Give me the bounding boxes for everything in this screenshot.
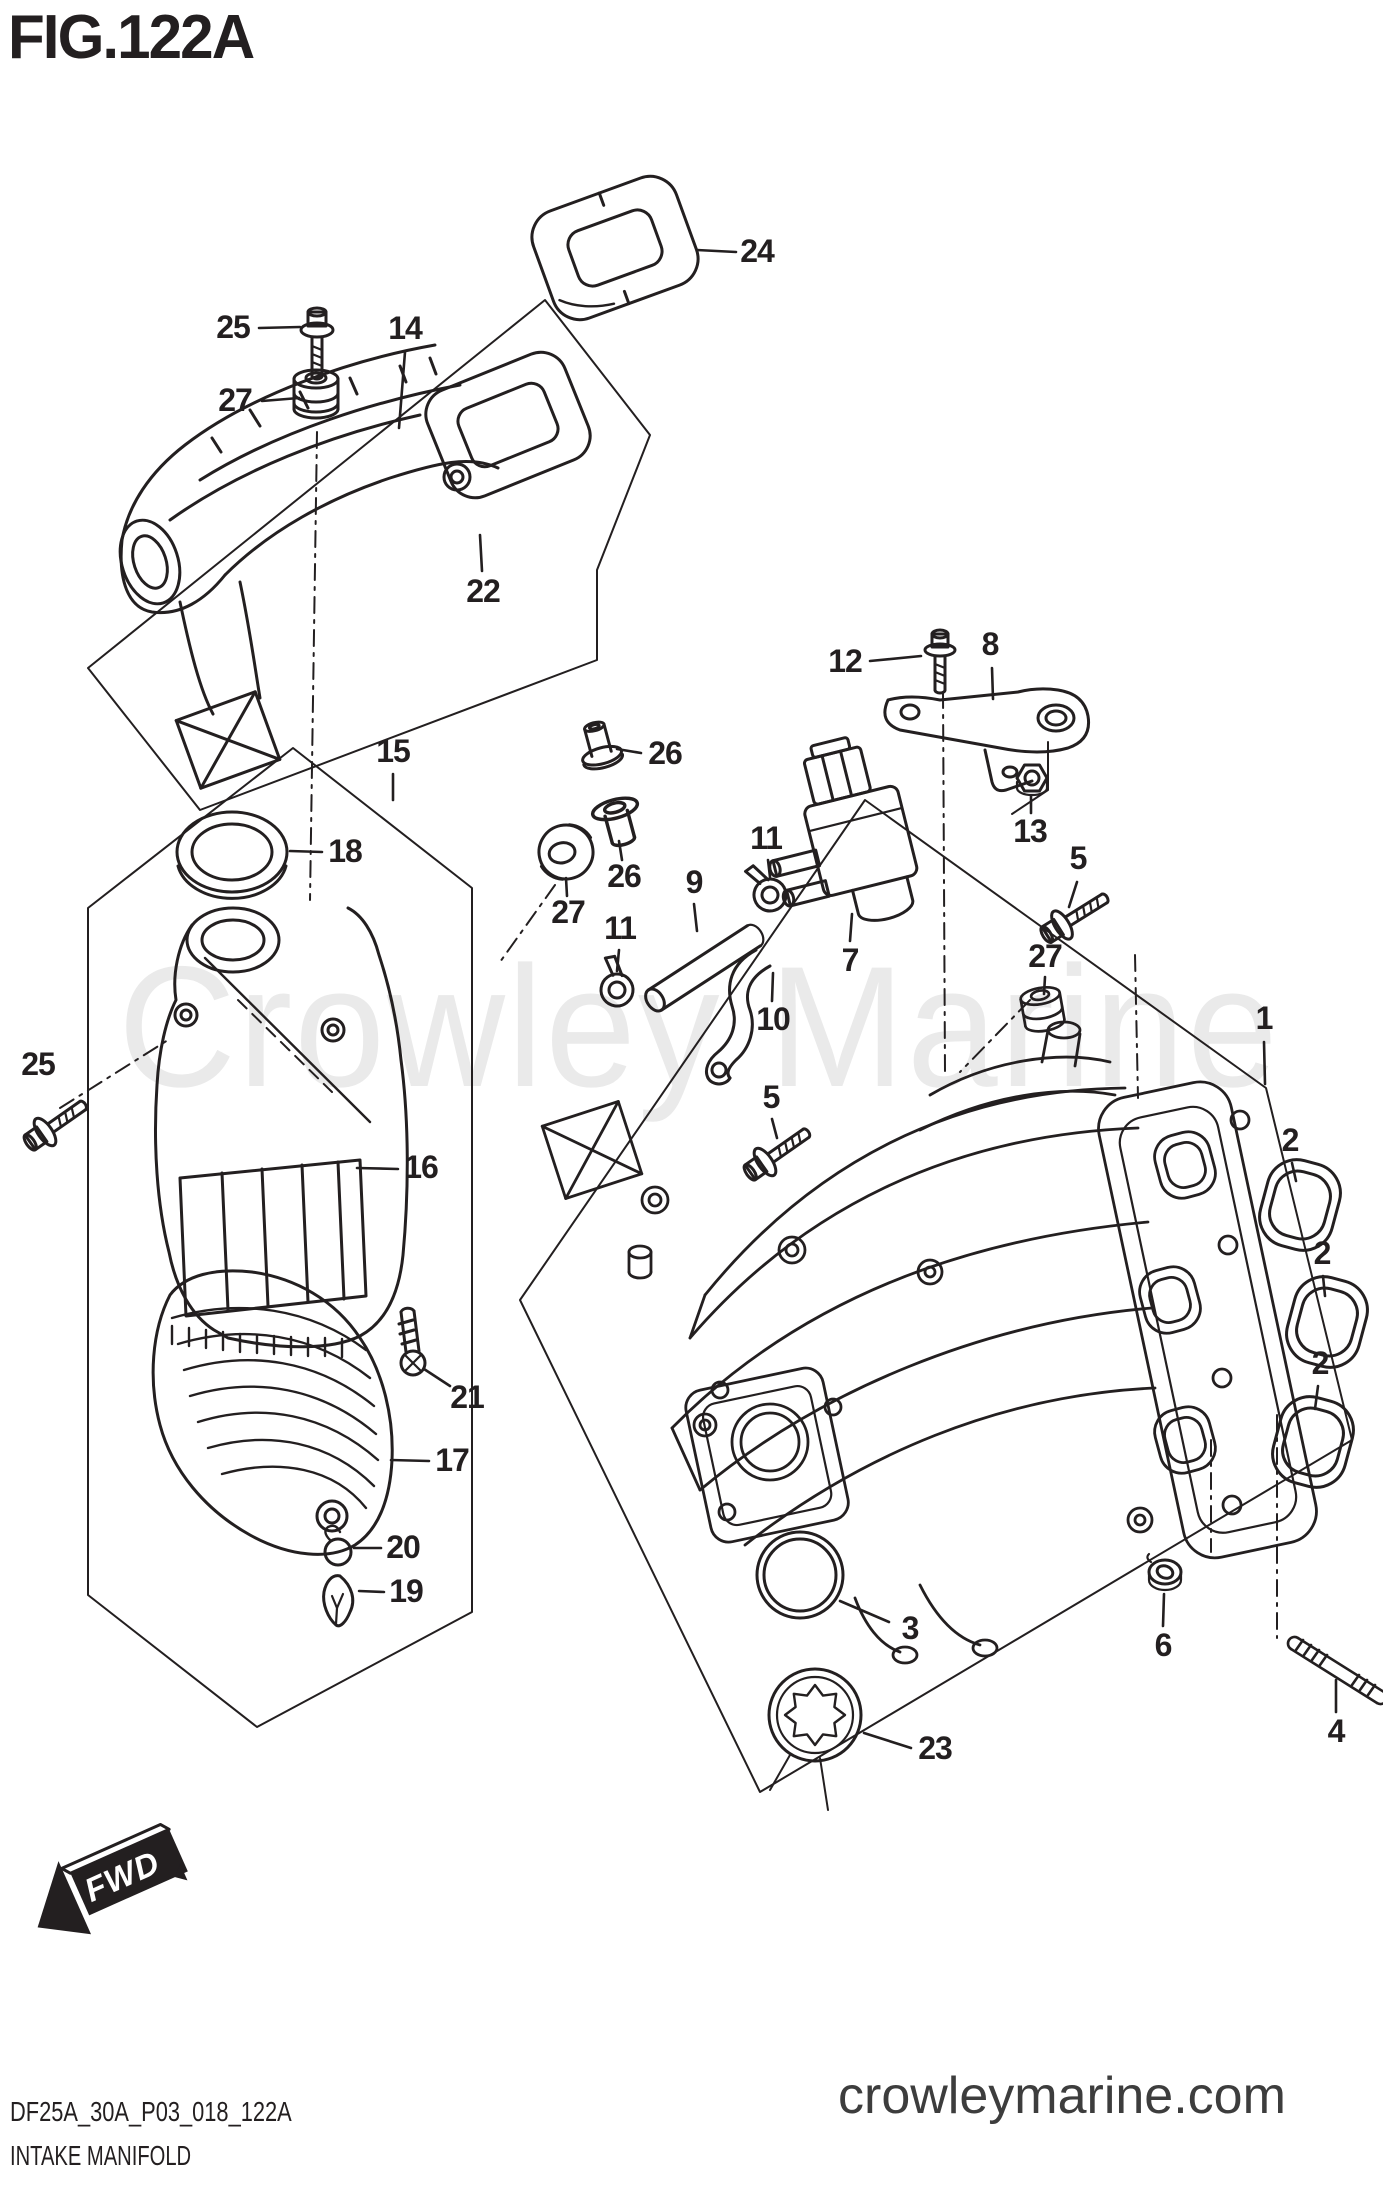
leader-line-16 (355, 1166, 400, 1171)
part-label-2: 2 (1313, 1235, 1332, 1272)
leader-line-6 (1161, 1592, 1166, 1628)
part-17-silencer-cover (151, 1269, 394, 1556)
leader-line-24 (695, 248, 738, 254)
part-1-intake-manifold (540, 1020, 1318, 1665)
leader-line-18 (288, 849, 324, 854)
part-19-drain-valve (322, 1574, 355, 1628)
part-label-21: 21 (450, 1379, 485, 1416)
part-label-3: 3 (901, 1610, 920, 1647)
zone-outlines (87, 299, 1353, 1793)
part-25-bolt-left (22, 1099, 88, 1152)
drawing-title: INTAKE MANIFOLD (10, 2140, 192, 2171)
leader-line-12 (868, 654, 923, 663)
part-label-4: 4 (1327, 1713, 1346, 1750)
part-label-1: 1 (1255, 1000, 1274, 1037)
part-label-17: 17 (435, 1442, 470, 1479)
part-27-grommet-top (292, 368, 340, 420)
part-label-22: 22 (466, 573, 501, 610)
part-label-26: 26 (607, 858, 642, 895)
part-23-cap (767, 1667, 863, 1811)
leader-line-9 (692, 902, 699, 933)
leader-line-17 (389, 1458, 431, 1463)
part-label-26: 26 (648, 735, 683, 772)
website-text: crowleymarine.com (838, 2067, 1286, 2125)
leader-line-27 (564, 876, 569, 898)
part-label-8: 8 (981, 626, 1000, 663)
leader-line-1 (1262, 1040, 1267, 1086)
leader-lines (257, 248, 1338, 1750)
part-13-nut (1015, 763, 1049, 797)
leader-line-27 (260, 396, 301, 403)
part-label-18: 18 (328, 833, 363, 870)
part-label-20: 20 (386, 1529, 421, 1566)
part-24-seal (530, 174, 700, 322)
part-label-6: 6 (1154, 1627, 1173, 1664)
part-8-bracket (883, 687, 1091, 815)
part-label-9: 9 (685, 864, 704, 901)
part-label-27: 27 (218, 382, 253, 419)
leader-line-7 (848, 912, 854, 943)
part-label-2: 2 (1281, 1122, 1300, 1159)
leader-line-3 (838, 1599, 891, 1624)
part-2-gaskets (1258, 1158, 1369, 1489)
part-20-grommet (323, 1524, 353, 1567)
part-label-25: 25 (21, 1046, 56, 1083)
leader-line-8 (990, 666, 995, 701)
part-label-15: 15 (376, 733, 411, 770)
leader-line-26 (617, 839, 624, 862)
part-21-screw (397, 1306, 427, 1377)
leader-line-5 (1067, 880, 1079, 909)
part-6-nut (1146, 1552, 1183, 1592)
leader-line-11 (615, 948, 621, 973)
part-label-5: 5 (762, 1079, 781, 1116)
part-label-16: 16 (404, 1149, 439, 1186)
part-label-11: 11 (604, 910, 637, 947)
leader-line-10 (770, 971, 775, 1003)
figure-title: FIG.122A (8, 3, 255, 72)
leader-line-25 (257, 325, 302, 330)
part-label-24: 24 (740, 233, 775, 270)
leader-line-2 (1290, 1161, 1298, 1183)
leader-line-21 (422, 1367, 452, 1388)
leader-line-19 (357, 1589, 386, 1594)
part-label-12: 12 (828, 643, 863, 680)
part-label-13: 13 (1013, 813, 1048, 850)
part-7-solenoid-valve (768, 736, 919, 922)
part-label-11: 11 (750, 820, 783, 857)
leader-line-11 (766, 858, 772, 879)
part-label-23: 23 (918, 1730, 953, 1767)
part-26-spacer-lower (590, 796, 640, 848)
part-label-25: 25 (216, 309, 251, 346)
part-27-grommet-middle (537, 823, 595, 881)
leader-line-26 (615, 747, 643, 755)
part-label-19: 19 (389, 1573, 424, 1610)
part-18-seal-ring (175, 810, 289, 900)
part-label-27: 27 (551, 894, 586, 931)
leader-line-14 (397, 350, 407, 430)
part-label-5: 5 (1069, 840, 1088, 877)
part-label-10: 10 (756, 1001, 791, 1038)
part-12-bolt (923, 628, 957, 695)
leader-line-22 (478, 533, 484, 573)
drawing-code: DF25A_30A_P03_018_122A (10, 2096, 292, 2127)
part-label-2: 2 (1311, 1345, 1330, 1382)
leader-line-27 (1042, 975, 1047, 996)
leader-line-2 (1313, 1384, 1320, 1411)
part-3-oring (755, 1530, 845, 1620)
part-5-bolt-right (1039, 892, 1110, 944)
part-27-grommet-right (1019, 986, 1066, 1033)
leader-line-5 (770, 1117, 779, 1140)
leader-line-2 (1321, 1274, 1327, 1298)
part-16-silencer-body (154, 906, 409, 1359)
part-5-bolt-center (742, 1127, 812, 1182)
part-label-14: 14 (388, 310, 423, 347)
part-4-stud (1286, 1635, 1383, 1706)
part-label-27: 27 (1028, 938, 1063, 975)
part-10-hose (704, 948, 772, 1086)
part-14-22-intake-duct-cover (118, 343, 592, 790)
part-label-7: 7 (841, 942, 860, 979)
leader-line-23 (862, 1731, 913, 1750)
